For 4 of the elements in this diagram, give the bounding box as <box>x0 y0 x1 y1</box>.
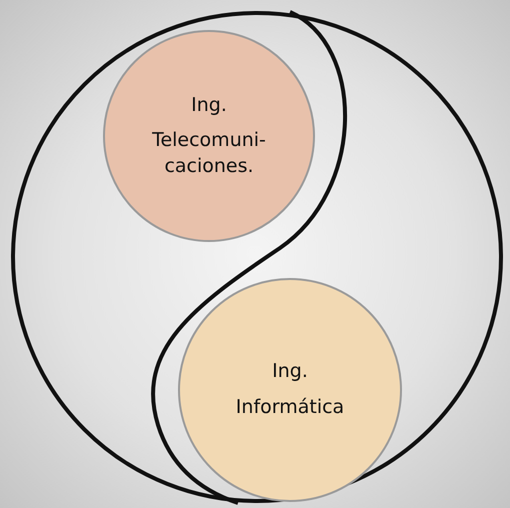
node-label: Ing. <box>191 92 227 118</box>
node-label: Telecomuni-caciones. <box>151 128 267 179</box>
node-label: Informática <box>236 395 344 420</box>
node-label: Ing. <box>272 359 308 384</box>
